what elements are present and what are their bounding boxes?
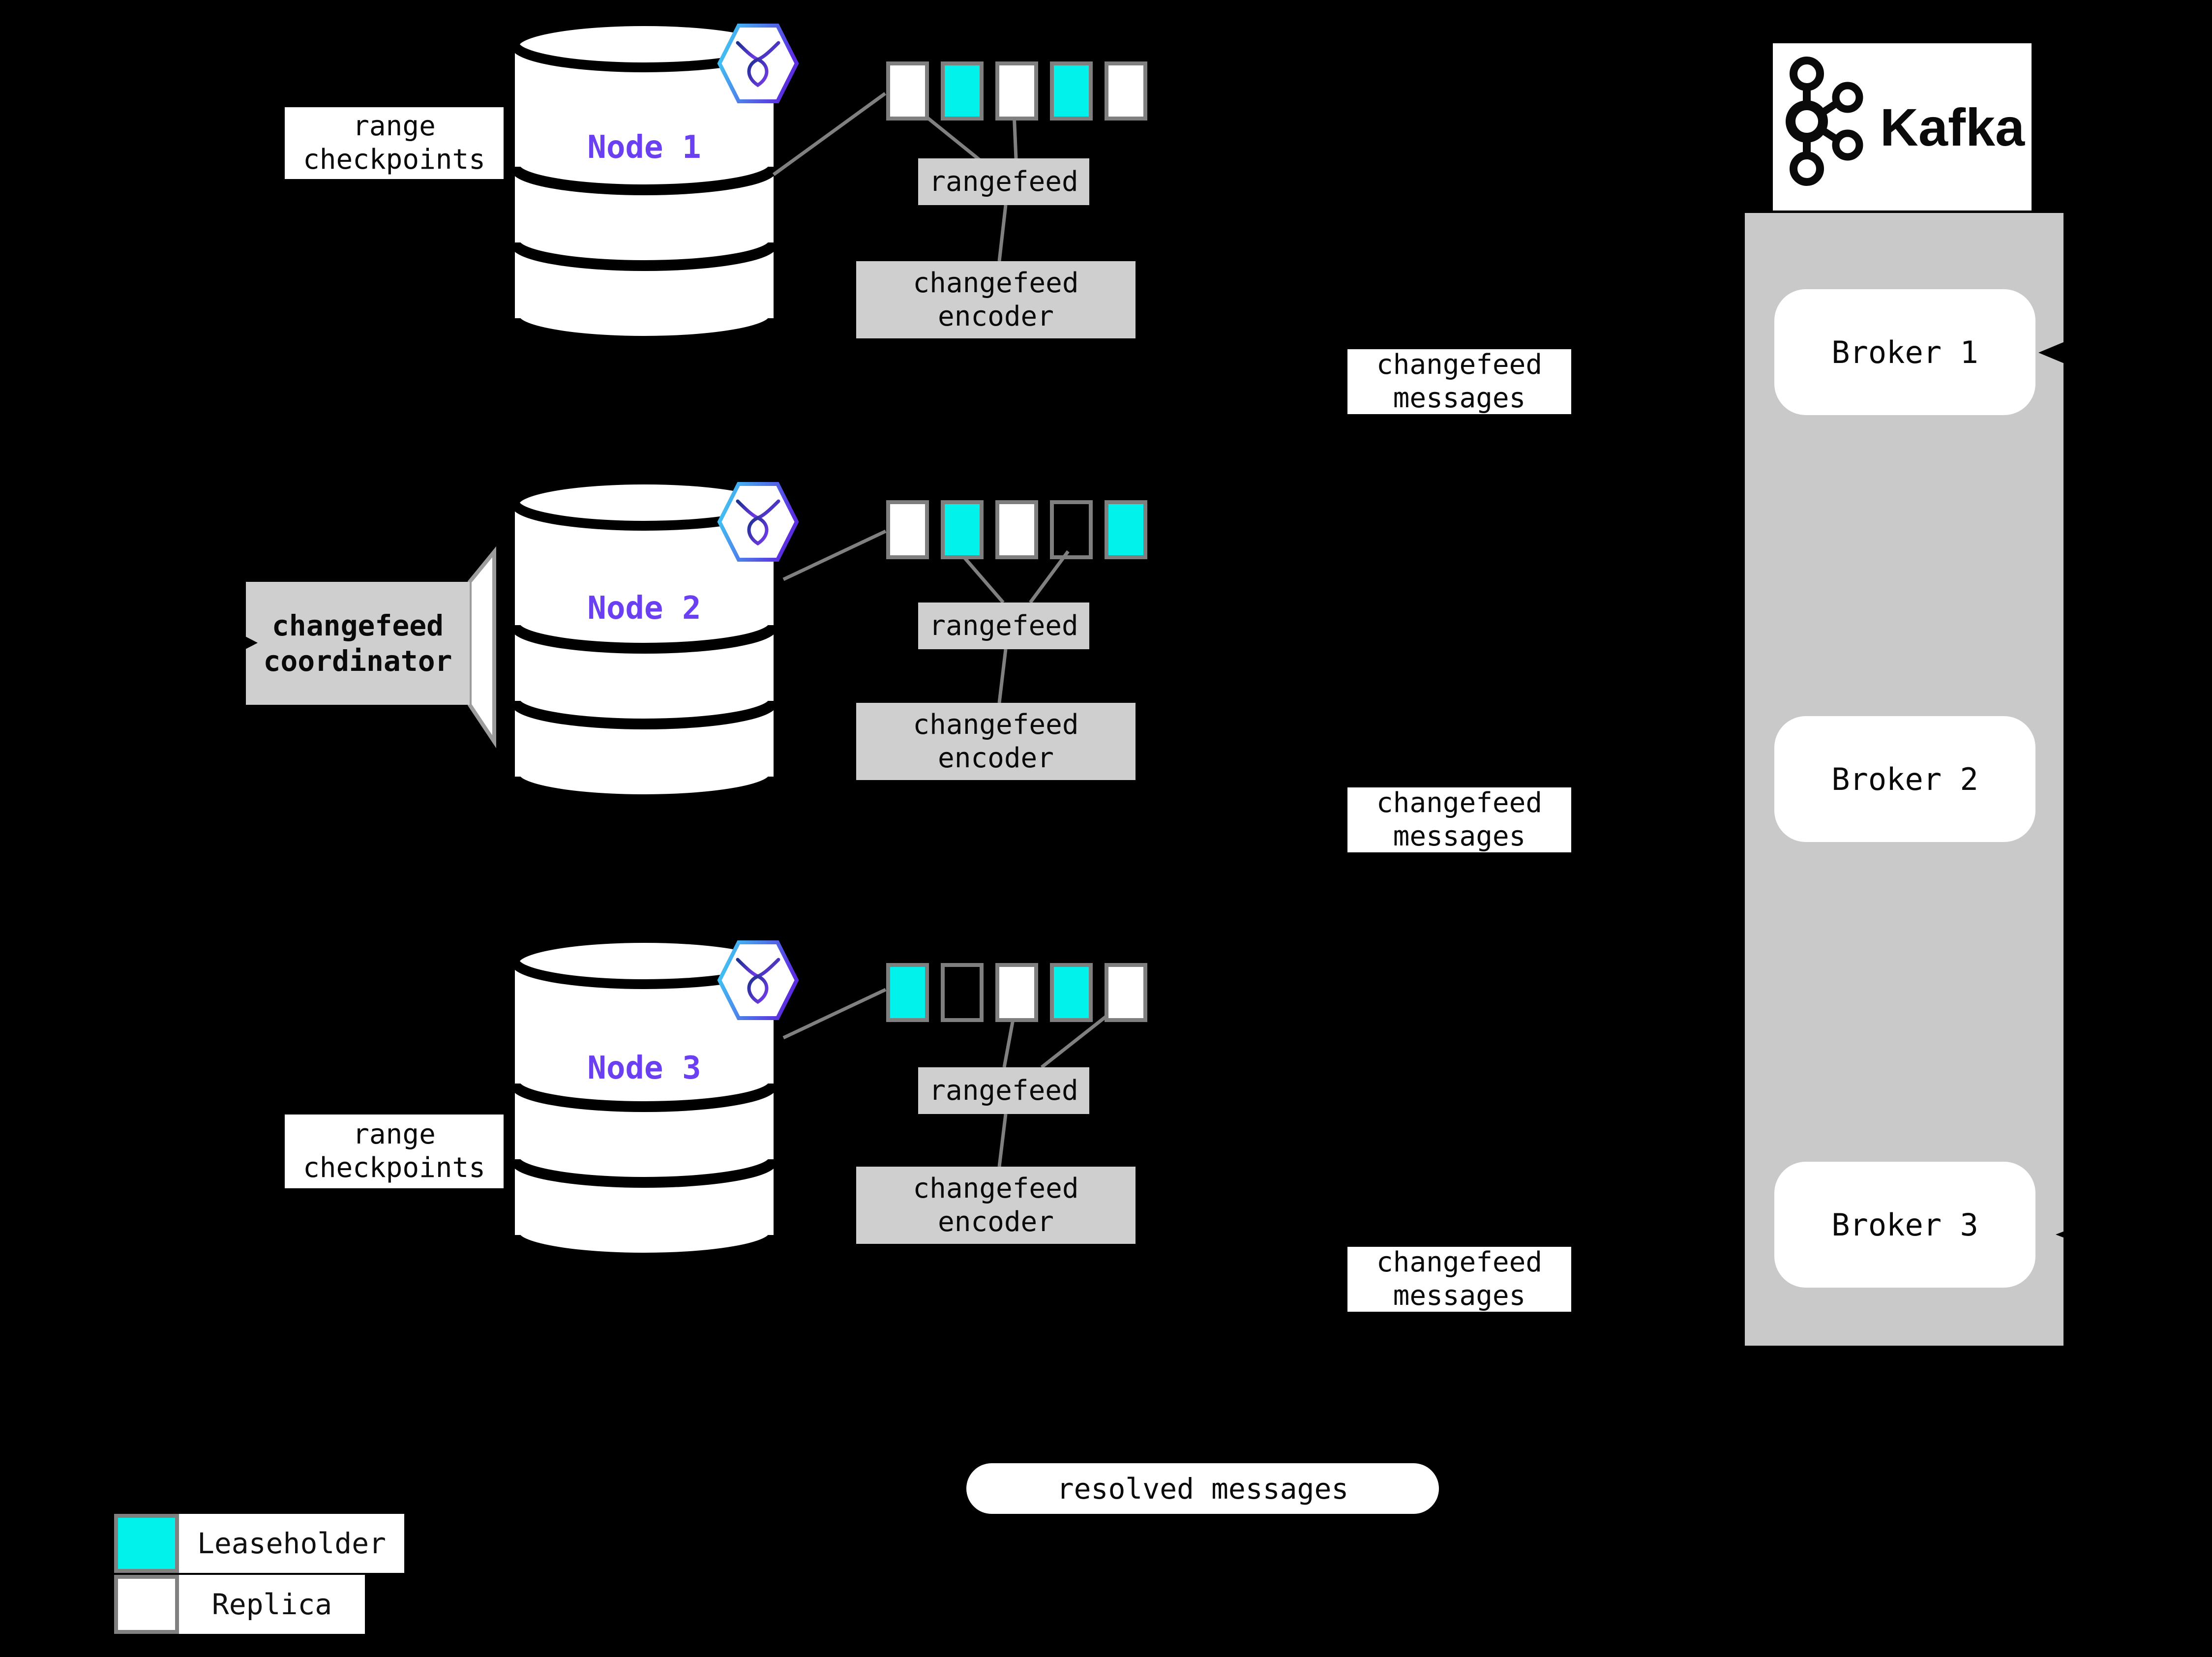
range-square xyxy=(1050,500,1093,559)
legend-replica-swatch xyxy=(114,1575,179,1634)
legend-replica-label: Replica xyxy=(179,1575,365,1634)
range-checkpoints-label: range checkpoints xyxy=(285,107,504,179)
cockroachdb-icon xyxy=(717,24,799,103)
resolved-messages-pill: resolved messages xyxy=(966,1463,1439,1514)
kafka-logo-icon xyxy=(1785,57,1863,186)
cockroachdb-icon xyxy=(717,482,799,562)
range-squares-row xyxy=(886,963,1147,1022)
kafka-wordmark: Kafka xyxy=(1880,97,2025,157)
rangefeed-box: rangefeed xyxy=(918,158,1089,205)
range-checkpoints-label: range checkpoints xyxy=(285,1115,504,1188)
broker-box: Broker 2 xyxy=(1774,716,2035,842)
cockroachdb-icon xyxy=(717,940,799,1020)
changefeed-encoder-box: changefeed encoder xyxy=(856,1167,1136,1244)
range-square xyxy=(995,963,1038,1022)
node-name-label: Node 2 xyxy=(587,590,701,627)
range-square xyxy=(1050,61,1093,121)
rangefeed-box: rangefeed xyxy=(918,603,1089,649)
node-cylinder xyxy=(509,16,779,347)
rangefeed-box: rangefeed xyxy=(918,1067,1089,1114)
changefeed-coordinator-label: changefeed coordinator xyxy=(246,582,470,705)
node-name-label: Node 3 xyxy=(587,1050,701,1086)
changefeed-messages-label: changefeed messages xyxy=(1347,349,1571,414)
changefeed-encoder-box: changefeed encoder xyxy=(856,261,1136,338)
connector-lines-node3 xyxy=(782,988,1110,1167)
range-square xyxy=(941,963,984,1022)
legend-leaseholder-label: Leaseholder xyxy=(179,1514,404,1573)
coordinator-flag xyxy=(468,546,496,749)
connector-lines-node1 xyxy=(772,92,1018,262)
connector-lines-node2 xyxy=(782,529,1070,703)
range-square xyxy=(886,61,929,121)
range-square xyxy=(1105,61,1147,121)
changefeed-encoder-box: changefeed encoder xyxy=(856,703,1136,780)
changefeed-messages-label: changefeed messages xyxy=(1347,1246,1571,1312)
range-square xyxy=(1105,963,1147,1022)
broker-box: Broker 3 xyxy=(1774,1162,2035,1288)
range-square xyxy=(1105,500,1147,559)
range-square xyxy=(1050,963,1093,1022)
changefeed-messages-label: changefeed messages xyxy=(1347,787,1571,852)
node-cylinder xyxy=(509,933,779,1264)
range-square xyxy=(941,61,984,121)
range-square xyxy=(941,500,984,559)
node-cylinder xyxy=(509,475,779,805)
range-squares-row xyxy=(886,500,1147,559)
range-square xyxy=(995,500,1038,559)
kafka-logo: Kafka xyxy=(1773,43,2032,211)
range-squares-row xyxy=(886,61,1147,121)
range-square xyxy=(886,963,929,1022)
range-square xyxy=(886,500,929,559)
broker-box: Broker 1 xyxy=(1774,289,2035,415)
legend-leaseholder-swatch xyxy=(114,1514,179,1573)
node-name-label: Node 1 xyxy=(587,129,701,166)
range-square xyxy=(995,61,1038,121)
